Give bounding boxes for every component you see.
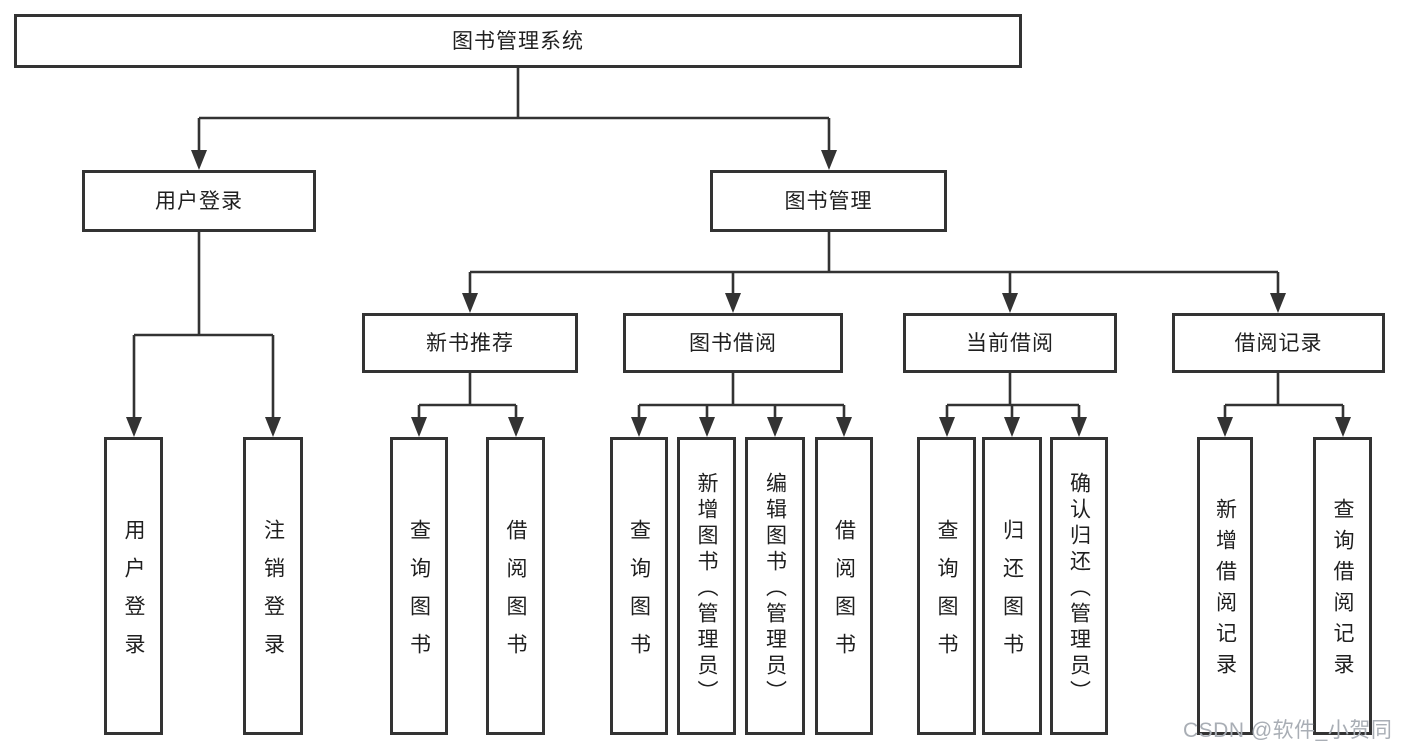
leaf-cb-query-books: 查询图书 — [917, 437, 976, 735]
node-book-borrowing: 图书借阅 — [623, 313, 843, 373]
leaf-cb-confirm-return-admin: 确认归还（管理员） — [1050, 437, 1108, 735]
node-current-borrowing: 当前借阅 — [903, 313, 1117, 373]
leaf-cb-return-books: 归还图书 — [982, 437, 1042, 735]
leaf-bb-borrow-books: 借阅图书 — [815, 437, 873, 735]
leaf-nb-borrow-books: 借阅图书 — [486, 437, 545, 735]
node-root-system: 图书管理系统 — [14, 14, 1022, 68]
node-borrow-records: 借阅记录 — [1172, 313, 1385, 373]
leaf-logout-login: 注销登录 — [243, 437, 303, 735]
leaf-bb-edit-books-admin: 编辑图书（管理员） — [745, 437, 805, 735]
leaf-br-add-record: 新增借阅记录 — [1197, 437, 1253, 735]
leaf-br-query-record: 查询借阅记录 — [1313, 437, 1372, 735]
leaf-bb-query-books: 查询图书 — [610, 437, 668, 735]
leaf-bb-add-books-admin: 新增图书（管理员） — [677, 437, 736, 735]
watermark-text: CSDN @软件_小贺同学 — [1183, 719, 1393, 742]
node-user-login: 用户登录 — [82, 170, 316, 232]
node-new-book-recommend: 新书推荐 — [362, 313, 578, 373]
leaf-nb-query-books: 查询图书 — [390, 437, 448, 735]
node-book-management: 图书管理 — [710, 170, 947, 232]
leaf-user-login: 用户登录 — [104, 437, 163, 735]
